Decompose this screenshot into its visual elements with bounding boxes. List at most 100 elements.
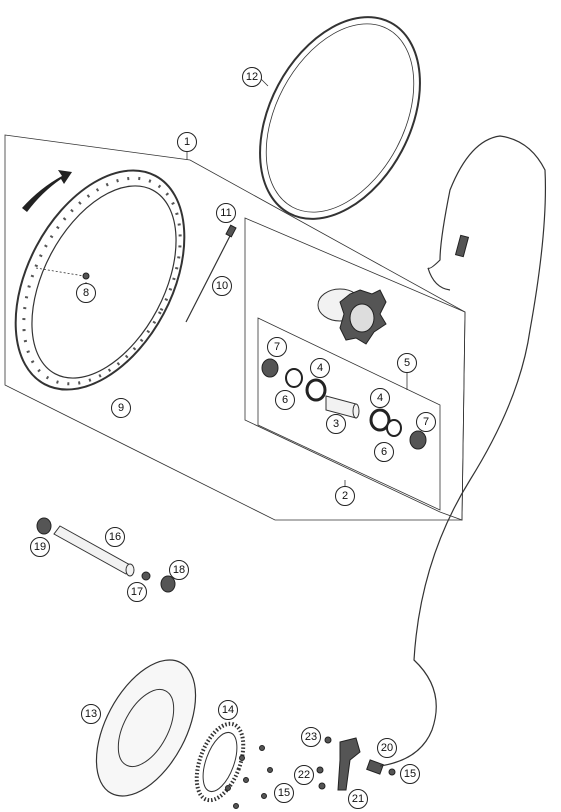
- callout-circle: [212, 276, 232, 296]
- callout-16: 16: [105, 527, 125, 547]
- callout-circle: [310, 358, 330, 378]
- leader-lines: [85, 77, 408, 490]
- callout-circle: [242, 67, 262, 87]
- callout-label: 23: [305, 731, 317, 743]
- callout-7: 7: [416, 412, 436, 432]
- sensor-bracket: [337, 737, 361, 791]
- callout-circle: [177, 132, 197, 152]
- axle-nut: [141, 571, 151, 581]
- callout-6: 6: [374, 442, 394, 462]
- valve: [82, 272, 90, 280]
- callout-6: 6: [275, 390, 295, 410]
- callout-circle: [127, 582, 147, 602]
- callout-label: 20: [381, 742, 393, 754]
- callout-5: 5: [397, 353, 417, 373]
- rim-outer: [14, 169, 186, 391]
- callout-1: 1: [177, 132, 197, 152]
- bearing-group-outline: [257, 317, 441, 511]
- callout-label: 11: [220, 207, 231, 219]
- speed-sensor: [366, 759, 384, 775]
- callout-circle: [348, 789, 368, 809]
- callout-circle: [267, 337, 287, 357]
- sensor-cable: [379, 135, 547, 767]
- callout-label: 9: [118, 402, 124, 414]
- callout-label: 12: [246, 71, 258, 83]
- brake-disc: [95, 659, 197, 797]
- callout-label: 22: [298, 769, 310, 781]
- wheel-group-outline: [4, 134, 466, 521]
- callout-22: 22: [294, 765, 314, 785]
- callout-label: 18: [173, 564, 185, 576]
- rim-tape-inner: [265, 23, 415, 213]
- sensor-screw-15: [388, 768, 396, 776]
- spoke: [185, 231, 233, 323]
- callout-11: 11: [216, 203, 236, 223]
- callout-9: 9: [111, 398, 131, 418]
- callout-circle: [326, 414, 346, 434]
- callout-label: 6: [282, 394, 288, 406]
- callout-circle: [335, 486, 355, 506]
- bearing-left-inner: [305, 378, 327, 402]
- right-spacer: [160, 575, 176, 593]
- sensor-screw-23: [324, 736, 332, 744]
- callout-15: 15: [274, 783, 294, 803]
- hub-group-outline: [244, 217, 466, 521]
- callout-circle: [374, 442, 394, 462]
- callout-label: 15: [278, 787, 290, 799]
- callout-circle: [216, 203, 236, 223]
- callout-circle: [218, 700, 238, 720]
- callout-15: 15: [400, 764, 420, 784]
- callout-label: 19: [34, 541, 46, 553]
- callout-circle: [76, 283, 96, 303]
- callout-label: 14: [222, 704, 234, 716]
- seal-left: [285, 368, 303, 388]
- sensor-screw-21: [318, 782, 326, 790]
- callout-circle: [111, 398, 131, 418]
- callout-label: 7: [274, 341, 280, 353]
- callout-label: 17: [131, 586, 143, 598]
- callout-circle: [397, 353, 417, 373]
- callout-circle: [377, 738, 397, 758]
- callout-label: 4: [317, 362, 323, 374]
- callout-circle: [301, 727, 321, 747]
- callout-7: 7: [267, 337, 287, 357]
- callout-label: 13: [85, 708, 97, 720]
- callout-circle: [30, 537, 50, 557]
- callout-circle: [274, 783, 294, 803]
- callout-20: 20: [377, 738, 397, 758]
- callout-19: 19: [30, 537, 50, 557]
- callout-circle: [169, 560, 189, 580]
- sensor-screw-22: [316, 766, 324, 774]
- callout-label: 15: [404, 768, 416, 780]
- callout-label: 3: [333, 418, 339, 430]
- callout-circle: [370, 388, 390, 408]
- callout-23: 23: [301, 727, 321, 747]
- callout-3: 3: [326, 414, 346, 434]
- rotation-arrow-icon: [22, 170, 72, 212]
- callout-label: 6: [381, 446, 387, 458]
- callout-13: 13: [81, 704, 101, 724]
- bearing-right-inner: [369, 408, 391, 432]
- spacer-sleeve: [325, 395, 360, 419]
- callout-label: 16: [109, 531, 121, 543]
- callout-label: 21: [352, 793, 364, 805]
- screws: [225, 745, 273, 809]
- callout-4: 4: [370, 388, 390, 408]
- callout-8: 8: [76, 283, 96, 303]
- callout-label: 8: [83, 287, 89, 299]
- callout-label: 7: [423, 416, 429, 428]
- callout-label: 10: [216, 280, 228, 292]
- callout-2: 2: [335, 486, 355, 506]
- callout-circle: [416, 412, 436, 432]
- left-spacer: [36, 517, 52, 535]
- callout-circle: [294, 765, 314, 785]
- callout-4: 4: [310, 358, 330, 378]
- hub: [317, 288, 387, 345]
- rim-inner: [31, 185, 177, 379]
- callout-21: 21: [348, 789, 368, 809]
- callout-label: 1: [184, 136, 190, 148]
- sensor-ring: [194, 721, 246, 803]
- callout-circle: [105, 527, 125, 547]
